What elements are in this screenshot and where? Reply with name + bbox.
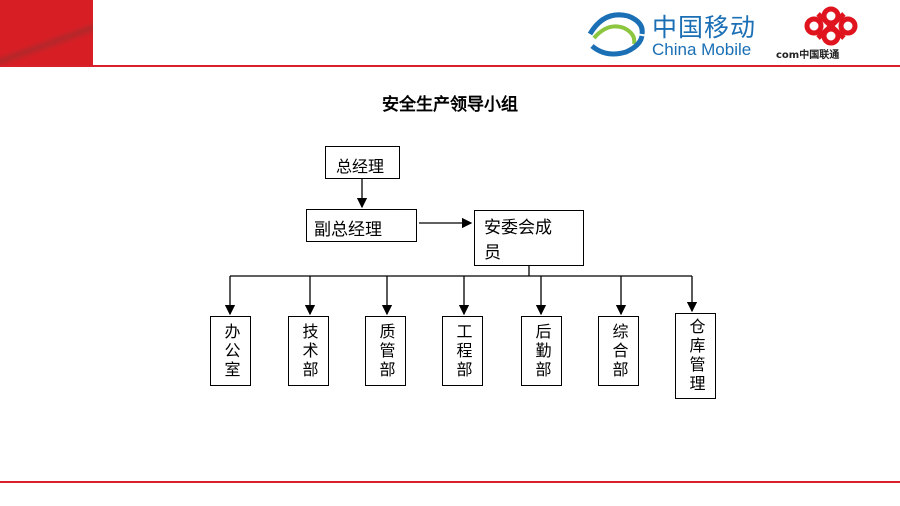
department-technology: 技术部 <box>288 316 329 386</box>
safety-committee-box: 安委会成员 <box>474 210 584 266</box>
department-warehouse: 仓库管理 <box>675 313 716 399</box>
page-title: 安全生产领导小组 <box>382 95 518 115</box>
department-general-affairs: 综合部 <box>598 316 639 386</box>
department-engineering: 工程部 <box>442 316 483 386</box>
china-unicom-logo: com中国联通 <box>776 4 886 62</box>
footer-divider <box>0 481 900 483</box>
department-logistics: 后勤部 <box>521 316 562 386</box>
deputy-general-manager-box: 副总经理 <box>306 209 417 242</box>
header-divider <box>0 65 900 67</box>
china-mobile-swirl-icon <box>587 12 645 57</box>
general-manager-box: 总经理 <box>325 146 400 179</box>
china-mobile-logo: 中国移动 China Mobile <box>584 6 774 62</box>
header-red-banner <box>0 0 93 65</box>
china-unicom-knot-icon <box>804 6 858 46</box>
department-office: 办公室 <box>210 316 251 386</box>
department-quality: 质管部 <box>365 316 406 386</box>
